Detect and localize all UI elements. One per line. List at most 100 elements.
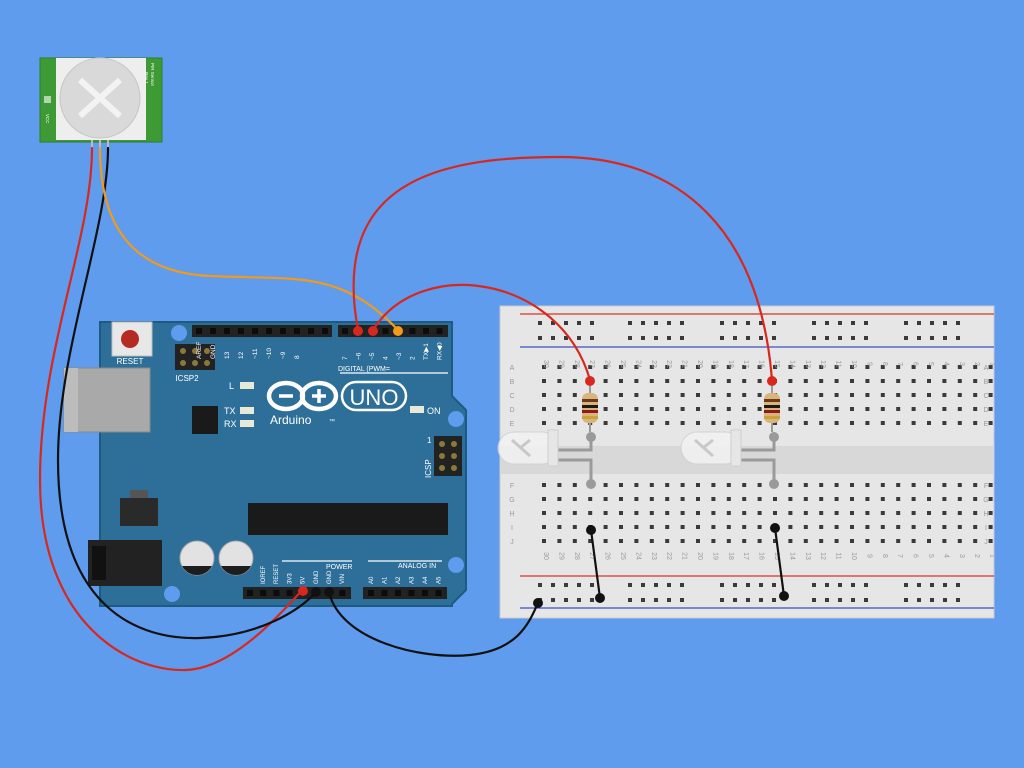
- breadboard-hole: [788, 539, 793, 543]
- breadboard-hole: [542, 379, 546, 383]
- breadboard-row-letter: G: [509, 497, 514, 504]
- breadboard-hole: [603, 407, 608, 411]
- breadboard-column-number: 22: [665, 360, 672, 368]
- breadboard-hole: [834, 483, 839, 487]
- breadboard-hole: [803, 483, 808, 487]
- breadboard-hole: [911, 393, 916, 397]
- led-rx-label: RX: [224, 419, 237, 429]
- rail-hole: [746, 336, 750, 340]
- breadboard-hole: [803, 421, 808, 425]
- breadboard-hole: [665, 379, 670, 383]
- rail-hole: [577, 321, 581, 325]
- breadboard-hole: [880, 407, 885, 411]
- breadboard-hole: [696, 525, 700, 529]
- breadboard-hole: [757, 539, 762, 543]
- mounting-hole: [448, 411, 464, 427]
- icsp2-header: [175, 344, 215, 370]
- breadboard-hole: [988, 379, 993, 383]
- breadboard-hole: [850, 539, 854, 543]
- header-pin: [408, 590, 415, 596]
- breadboard-hole: [619, 379, 623, 383]
- analog-pin-label: A3: [410, 576, 416, 584]
- breadboard-hole: [665, 539, 670, 543]
- breadboard-hole: [834, 379, 839, 383]
- digital-pin-label: 13: [224, 351, 231, 359]
- breadboard-hole: [665, 393, 670, 397]
- breadboard-hole: [819, 483, 824, 487]
- breadboard-hole: [973, 539, 978, 543]
- breadboard-column-number: 6: [912, 554, 919, 558]
- breadboard-hole: [865, 483, 870, 487]
- icsp-pin: [439, 465, 445, 471]
- digital-pin-label: ~5: [369, 352, 376, 360]
- uno-label: UNO: [350, 385, 399, 410]
- rail-hole: [825, 336, 829, 340]
- breadboard-hole: [988, 511, 993, 515]
- breadboard-row-letter: B: [984, 379, 989, 386]
- wire-gnd-to-breadboard-rail: [327, 590, 540, 657]
- breadboard-hole: [634, 393, 639, 397]
- reset-button-cap[interactable]: [121, 330, 139, 348]
- rail-hole: [812, 583, 816, 587]
- breadboard-hole: [649, 483, 654, 487]
- breadboard-hole: [865, 497, 870, 501]
- breadboard-hole: [988, 525, 993, 529]
- rail-hole: [759, 583, 763, 587]
- led-l-label: L: [229, 381, 234, 391]
- power-pin-label: GND: [314, 570, 320, 584]
- breadboard-hole: [927, 421, 931, 425]
- breadboard-hole: [973, 525, 978, 529]
- analog-pin-label: A0: [369, 576, 375, 584]
- breadboard-hole: [788, 511, 793, 515]
- breadboard-column-number: 25: [619, 360, 626, 368]
- breadboard-hole: [557, 539, 562, 543]
- rail-hole: [759, 321, 763, 325]
- breadboard-hole: [973, 511, 978, 515]
- breadboard-column-number: 3: [958, 362, 965, 366]
- rail-hole: [904, 583, 908, 587]
- breadboard-hole: [927, 483, 931, 487]
- rail-hole: [904, 336, 908, 340]
- breadboard-hole: [742, 525, 747, 529]
- breadboard-hole: [634, 525, 639, 529]
- rail-hole: [538, 583, 542, 587]
- breadboard-hole: [757, 525, 762, 529]
- breadboard-hole: [819, 379, 824, 383]
- breadboard-row-letter: D: [983, 407, 988, 414]
- breadboard-hole: [896, 365, 901, 369]
- arduino-brand-label: Arduino: [270, 413, 312, 427]
- breadboard-hole: [942, 525, 947, 529]
- icsp-pin-one-label: 1: [427, 436, 432, 445]
- breadboard-column-number: 19: [711, 552, 718, 560]
- power-header: [243, 587, 351, 599]
- breadboard-hole: [603, 497, 608, 501]
- rail-hole: [864, 336, 868, 340]
- breadboard-hole: [942, 511, 947, 515]
- breadboard-hole: [726, 379, 731, 383]
- icsp-header-pins: [439, 441, 457, 471]
- wire-end: [353, 326, 363, 336]
- breadboard-hole: [557, 365, 562, 369]
- breadboard-hole: [803, 365, 808, 369]
- breadboard-row-letter: F: [510, 483, 514, 490]
- breadboard-hole: [742, 365, 747, 369]
- header-pin: [368, 590, 374, 596]
- breadboard-hole: [957, 365, 962, 369]
- led-l: [240, 382, 254, 389]
- breadboard-hole: [634, 497, 639, 501]
- breadboard-hole: [788, 407, 793, 411]
- breadboard-hole: [634, 421, 639, 425]
- breadboard-hole: [973, 393, 978, 397]
- breadboard-hole: [711, 483, 716, 487]
- rail-hole: [680, 598, 684, 602]
- breadboard-hole: [973, 421, 978, 425]
- breadboard-column-number: 16: [758, 552, 765, 560]
- breadboard-hole: [973, 379, 978, 383]
- rail-hole: [564, 598, 568, 602]
- breadboard-column-number: 28: [573, 360, 580, 368]
- wire-pir-gnd-to-gnd: [56, 146, 318, 640]
- breadboard-hole: [803, 379, 808, 383]
- rail-hole: [851, 336, 855, 340]
- rail-hole: [654, 336, 658, 340]
- breadboard-hole: [726, 497, 731, 501]
